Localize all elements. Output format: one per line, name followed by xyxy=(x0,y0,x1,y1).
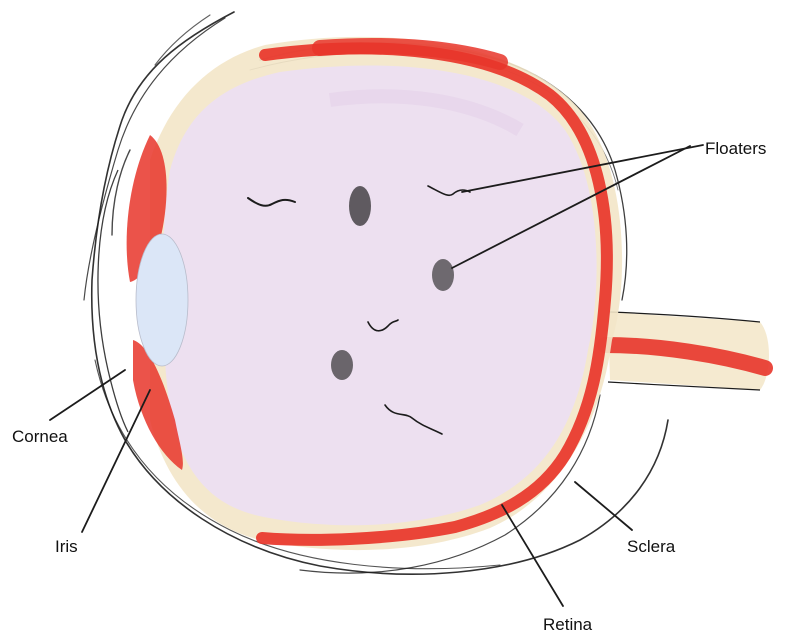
optic-nerve xyxy=(605,312,769,390)
label-cornea: Cornea xyxy=(12,427,68,447)
label-retina: Retina xyxy=(543,615,592,635)
label-iris: Iris xyxy=(55,537,78,557)
leader-retina xyxy=(502,505,563,606)
vitreous-body xyxy=(163,65,597,525)
label-floaters: Floaters xyxy=(705,139,766,159)
floater-blob-2 xyxy=(432,259,454,291)
floater-blob-3 xyxy=(331,350,353,380)
floater-blob-1 xyxy=(349,186,371,226)
lens xyxy=(136,234,188,366)
leader-sclera xyxy=(575,482,632,530)
leader-cornea xyxy=(50,370,125,420)
label-sclera: Sclera xyxy=(627,537,675,557)
